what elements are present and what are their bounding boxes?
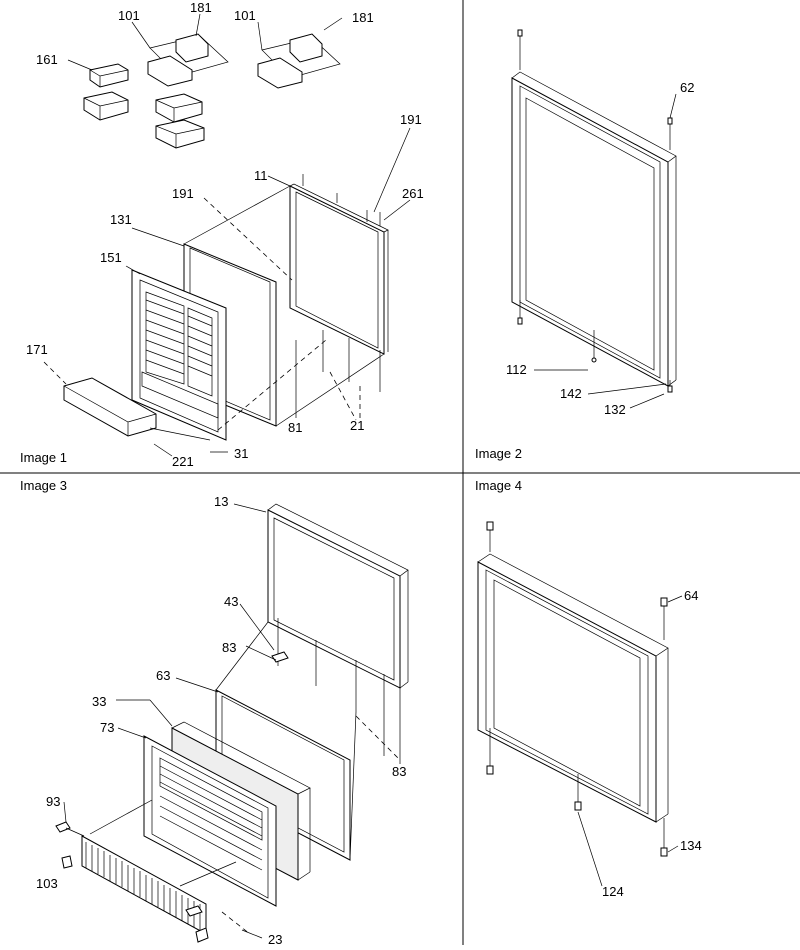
door-bin-small [155,119,205,149]
callout-31: 31 [234,446,248,461]
callout-23: 23 [268,932,282,945]
callout-142: 142 [560,386,582,401]
door-bin-small [89,63,129,88]
panel-title-image-3: Image 3 [20,478,67,493]
callout-132: 132 [604,402,626,417]
image-2-drawing: 62 112 142 132 [506,29,694,417]
callout-103: 103 [36,876,58,891]
callout-63: 63 [156,668,170,683]
callout-181: 181 [352,10,374,25]
panel-title-image-2: Image 2 [475,446,522,461]
callout-131: 131 [110,212,132,227]
callout-112: 112 [506,362,527,377]
callout-62: 62 [680,80,694,95]
callout-81: 81 [288,420,302,435]
fresh-food-door-panel [289,183,389,355]
callout-33: 33 [92,694,106,709]
door-bin-small [83,91,129,121]
freezer-door-panel [267,503,409,689]
callout-221: 221 [172,454,194,469]
dairy-compartment [147,33,229,87]
callout-11: 11 [254,168,268,183]
freezer-liner [143,735,277,907]
callout-13: 13 [214,494,228,509]
callout-101: 101 [234,8,256,23]
callout-83: 83 [392,764,406,779]
callout-134: 134 [680,838,702,853]
callout-21: 21 [350,418,364,433]
panel-title-image-1: Image 1 [20,450,67,465]
door-bin-small [155,93,203,123]
callout-64: 64 [684,588,698,603]
callout-73: 73 [100,720,114,735]
callout-43: 43 [224,594,238,609]
callout-171: 171 [26,342,48,357]
image-1-drawing: 101 181 101 181 161 191 11 191 261 131 1… [26,0,424,469]
callout-191: 191 [172,186,194,201]
freezer-door-frame-lower [477,553,669,823]
callout-93: 93 [46,794,60,809]
dairy-compartment [257,33,341,89]
callout-161: 161 [36,52,58,67]
callout-181: 181 [190,0,212,15]
panel-title-image-4: Image 4 [475,478,522,493]
callout-191: 191 [400,112,422,127]
image-3-drawing: 13 43 83 63 33 73 83 93 103 23 [36,494,409,947]
callout-83: 83 [222,640,236,655]
callout-124: 124 [602,884,624,899]
image-4-drawing: 64 134 124 [477,521,702,899]
door-bin-large [63,377,157,437]
door-liner [131,269,227,441]
callout-151: 151 [100,250,122,265]
callout-261: 261 [402,186,424,201]
callout-101: 101 [118,8,140,23]
